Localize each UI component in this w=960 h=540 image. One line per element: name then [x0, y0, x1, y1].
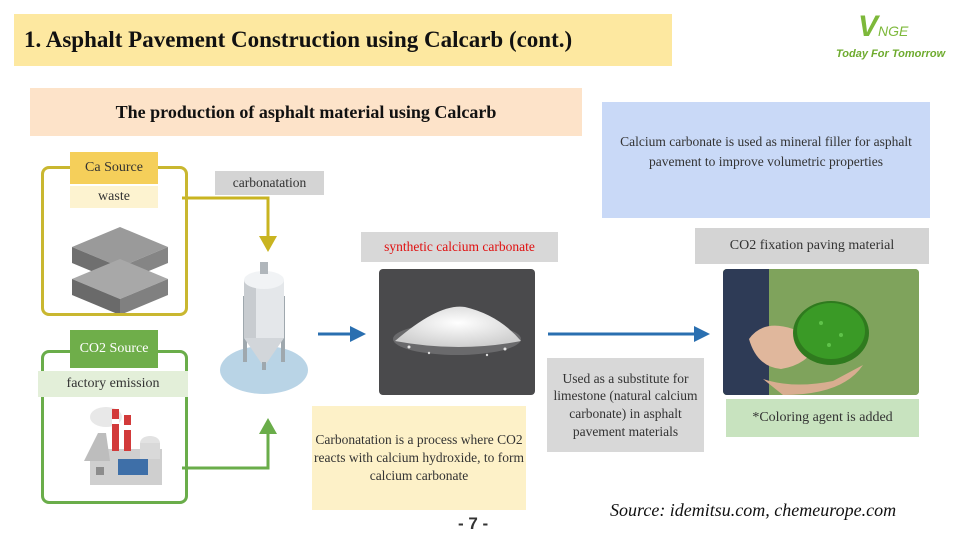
subtitle-banner: The production of asphalt material using…: [30, 88, 582, 136]
co2-source-tag: CO2 Source: [70, 330, 158, 368]
reactor-to-powder-arrowhead: [350, 326, 366, 342]
info-box: Calcium carbonate is used as mineral fil…: [602, 102, 930, 218]
section-subtitle: The production of asphalt material using…: [115, 101, 497, 122]
logo-mark: VNGE: [858, 10, 909, 43]
logo-tagline: Today For Tomorrow: [836, 48, 946, 60]
powder-to-pavement-arrowhead: [694, 326, 710, 342]
factory-emission-label: factory emission: [38, 371, 188, 397]
factory-icon: [84, 407, 162, 485]
source-citation: Source: idemitsu.com, chemeurope.com: [610, 500, 897, 520]
page-title: 1. Asphalt Pavement Construction using C…: [24, 27, 573, 52]
ca-connector-line: [182, 196, 270, 238]
ca-source-tag: Ca Source: [70, 152, 158, 184]
page-number: - 7 -: [458, 514, 489, 533]
reactor-tank-icon: [220, 262, 308, 394]
green-pavement-photo: [723, 269, 919, 395]
calcium-powder-photo: [379, 269, 535, 395]
waste-blocks-icon: [72, 227, 168, 313]
powder-pile-shape: [393, 306, 521, 357]
co2-fixation-label: CO2 fixation paving material: [695, 228, 929, 264]
synthetic-calcium-label: synthetic calcium carbonate: [361, 232, 558, 262]
carbonatation-label: carbonatation: [215, 171, 324, 195]
usage-label: Used as a substitute for limestone (natu…: [547, 358, 704, 452]
pavement-sample-shape: [723, 269, 919, 395]
ca-arrowhead: [259, 236, 277, 252]
coloring-agent-label: *Coloring agent is added: [726, 399, 919, 437]
carbonatation-note: Carbonatation is a process where CO2 rea…: [312, 406, 526, 510]
waste-label: waste: [70, 186, 158, 208]
vnge-logo: VNGE Today For Tomorrow: [820, 8, 950, 68]
title-banner: 1. Asphalt Pavement Construction using C…: [14, 14, 672, 66]
co2-connector-line: [182, 432, 270, 470]
co2-arrowhead: [259, 418, 277, 434]
info-text: Calcium carbonate is used as mineral fil…: [620, 134, 912, 169]
